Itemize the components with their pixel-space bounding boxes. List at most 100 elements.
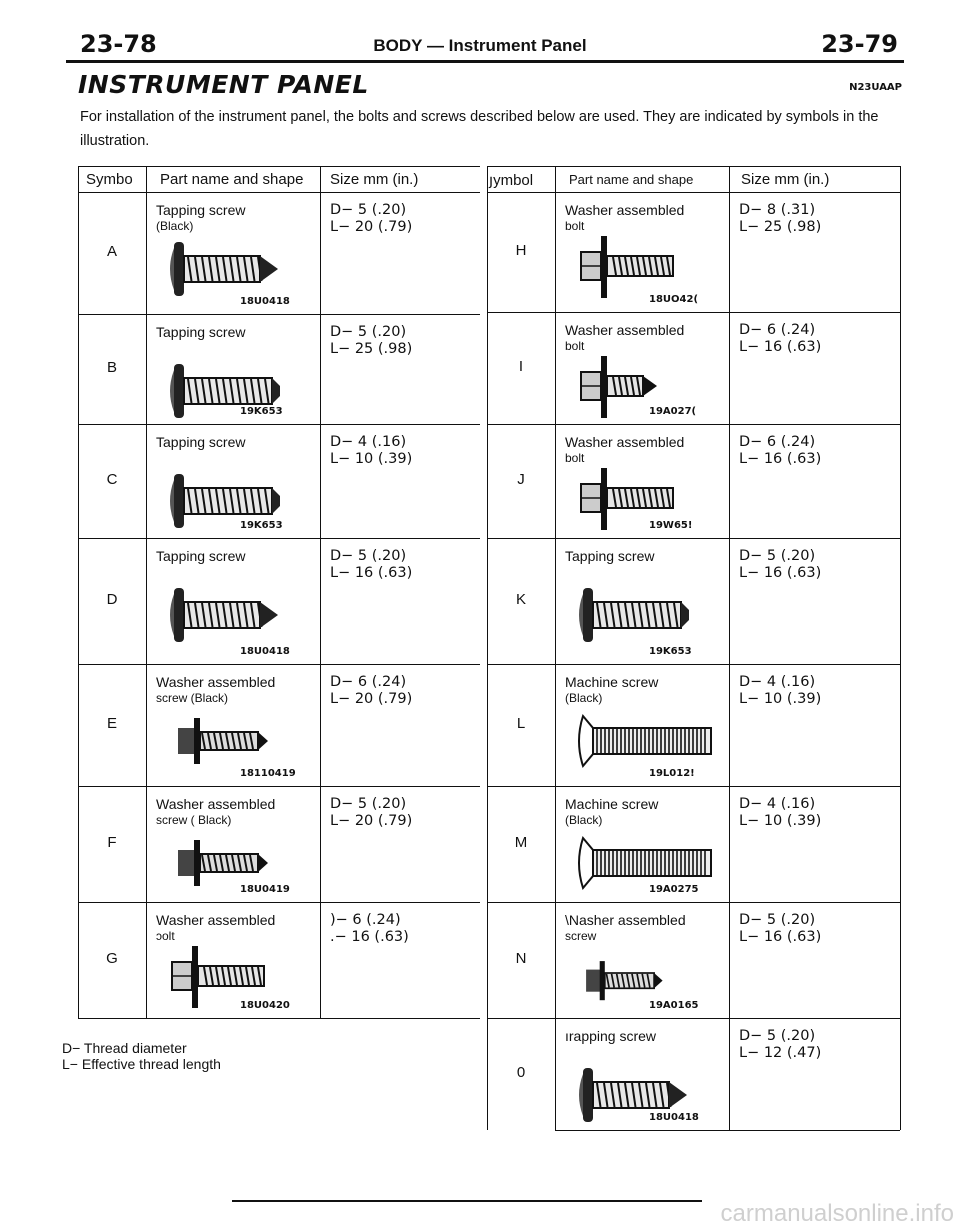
right-image-code: 19L012! xyxy=(649,768,695,779)
left-size-d: D− 5 (.20) xyxy=(330,324,407,340)
left-symbol: E xyxy=(106,715,117,732)
right-table-row-rule xyxy=(487,786,900,787)
left-table-row-rule xyxy=(78,314,480,315)
right-part-note: (Black) xyxy=(565,813,603,827)
left-part-name: Tapping screw xyxy=(156,434,246,450)
right-table-divider xyxy=(555,166,556,1130)
right-size-l: L− 12 (.47) xyxy=(739,1045,822,1061)
left-image-code: 18U0418 xyxy=(240,646,290,657)
right-table-row-rule xyxy=(487,902,900,903)
right-size-l: L− 16 (.63) xyxy=(739,451,822,467)
left-size-l: .− 16 (.63) xyxy=(330,929,409,945)
left-image-code: 18U0419 xyxy=(240,884,290,895)
left-size-l: L− 16 (.63) xyxy=(330,565,413,581)
left-symbol: D xyxy=(106,591,118,608)
right-table-row-rule xyxy=(487,312,900,313)
left-table-row-rule xyxy=(78,424,480,425)
left-symbol: F xyxy=(107,834,117,851)
right-screw-illustration xyxy=(579,1068,687,1122)
left-page-number: 23-78 xyxy=(80,30,157,58)
right-image-code: 19K653 xyxy=(649,646,692,657)
right-symbol: L xyxy=(516,715,526,732)
right-part-name: Washer assembled xyxy=(565,202,685,218)
right-table-row-rule xyxy=(487,538,900,539)
left-image-code: 19K653 xyxy=(240,406,283,417)
right-table-row-rule xyxy=(487,664,900,665)
right-symbol: H xyxy=(515,242,527,259)
watermark: carmanualsonline.info xyxy=(720,1200,954,1227)
left-size-l: L− 20 (.79) xyxy=(330,219,413,235)
right-size-l: L− 16 (.63) xyxy=(739,929,822,945)
header-title: BODY — Instrument Panel xyxy=(373,36,587,55)
left-table-edge xyxy=(78,166,79,1018)
right-size-l: L− 10 (.39) xyxy=(739,813,822,829)
right-screw-illustration xyxy=(578,713,712,769)
left-screw-illustration xyxy=(170,588,278,642)
right-image-code: 19A0165 xyxy=(649,1000,699,1011)
right-image-code: 19A0275 xyxy=(649,884,699,895)
left-table-row-rule xyxy=(78,786,480,787)
right-part-note: bolt xyxy=(565,451,585,465)
right-symbol: J xyxy=(517,471,525,488)
left-size-d: D− 5 (.20) xyxy=(330,548,407,564)
right-screw-illustration xyxy=(579,588,689,642)
right-header-symbol: յymbol xyxy=(489,172,534,189)
right-symbol: 0 xyxy=(516,1064,526,1081)
right-size-d: D− 8 (.31) xyxy=(739,202,816,218)
left-header-size: Size mm (in.) xyxy=(330,171,419,188)
right-size-d: D− 4 (.16) xyxy=(739,796,816,812)
right-image-code: 19W65! xyxy=(649,520,693,531)
left-table-divider xyxy=(320,166,321,1018)
left-symbol: C xyxy=(106,471,118,488)
left-screw-illustration xyxy=(178,840,268,886)
right-screw-illustration xyxy=(580,236,674,298)
left-image-code: 18U0420 xyxy=(240,1000,290,1011)
left-part-name: Washer assembled xyxy=(156,674,276,690)
right-part-name: Machine screw xyxy=(565,796,659,812)
right-screw-illustration xyxy=(586,961,663,1001)
left-part-note: screw ( Black) xyxy=(156,813,232,827)
right-table-row-rule xyxy=(487,192,900,193)
right-image-code: 19A027( xyxy=(649,406,697,417)
left-screw-illustration xyxy=(178,718,268,764)
legend-d: D− Thread diameter xyxy=(62,1040,187,1056)
right-symbol: K xyxy=(515,591,526,608)
left-size-d: D− 5 (.20) xyxy=(330,202,407,218)
left-part-note: screw (Black) xyxy=(156,691,229,705)
left-table-row-rule xyxy=(78,538,480,539)
right-symbol: M xyxy=(514,834,528,851)
left-table-divider xyxy=(146,166,147,1018)
left-part-note: ɔolt xyxy=(156,929,175,943)
left-screw-illustration xyxy=(170,242,278,296)
right-size-l: L− 10 (.39) xyxy=(739,691,822,707)
left-table-row-rule xyxy=(78,664,480,665)
left-size-d: D− 6 (.24) xyxy=(330,674,407,690)
right-size-d: D− 6 (.24) xyxy=(739,434,816,450)
right-part-name: Tapping screw xyxy=(565,548,655,564)
footer-rule xyxy=(232,1200,702,1202)
right-image-code: 18U0418 xyxy=(649,1112,699,1123)
right-part-name: Machine screw xyxy=(565,674,659,690)
legend-l: L− Effective thread length xyxy=(62,1056,221,1072)
left-table-row-rule xyxy=(78,1018,480,1019)
right-header-part: Part name and shape xyxy=(569,172,694,187)
left-size-l: L− 10 (.39) xyxy=(330,451,413,467)
left-screw-illustration xyxy=(171,946,265,1008)
right-table-row-rule xyxy=(555,1130,900,1131)
left-size-l: L− 25 (.98) xyxy=(330,341,413,357)
right-screw-illustration xyxy=(578,835,712,891)
left-symbol: B xyxy=(106,359,117,376)
left-header-part: Part name and shapе xyxy=(160,171,304,188)
header-rule xyxy=(66,60,904,63)
right-size-d: D− 5 (.20) xyxy=(739,1028,816,1044)
right-table-top-rule xyxy=(487,166,900,167)
right-table-row-rule xyxy=(487,424,900,425)
left-size-l: L− 20 (.79) xyxy=(330,813,413,829)
right-symbol: N xyxy=(515,950,527,967)
right-size-d: D− 6 (.24) xyxy=(739,322,816,338)
left-part-name: Tapping screw xyxy=(156,548,246,564)
left-image-code: 18U0418 xyxy=(240,296,290,307)
left-image-code: 18110419 xyxy=(240,768,296,779)
right-part-note: (Black) xyxy=(565,691,603,705)
